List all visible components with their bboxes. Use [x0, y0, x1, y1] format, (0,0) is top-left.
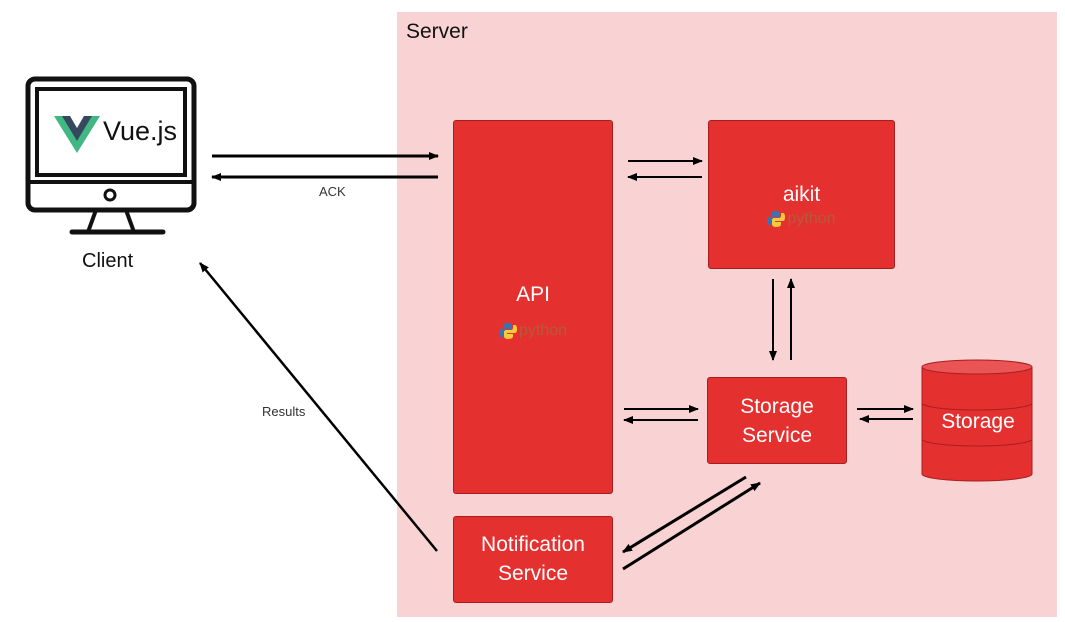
api-node: API python	[453, 120, 613, 494]
client-label: Client	[82, 250, 134, 272]
storage-service-node: Storage Service	[707, 377, 847, 464]
notification-service-node: Notification Service	[453, 516, 613, 603]
storage-service-label-line2: Service	[741, 424, 813, 447]
python-icon	[498, 323, 517, 339]
results-label: Results	[262, 404, 306, 419]
api-label: API	[516, 283, 550, 306]
vue-logo-text: Vue.js	[103, 116, 178, 146]
aikit-label: aikit	[782, 183, 821, 206]
ack-label: ACK	[319, 184, 346, 199]
storage-service-label-line1: Storage	[740, 395, 814, 418]
storage-db-label: Storage	[941, 410, 1015, 433]
notification-service-label-line1: Notification	[481, 533, 585, 556]
aikit-node: aikit python	[708, 120, 895, 269]
aikit-runtime-text: python	[787, 210, 836, 227]
api-runtime-text: python	[518, 322, 568, 339]
aikit-runtime: python	[709, 210, 894, 233]
python-icon	[767, 211, 786, 227]
vue-logo-icon	[54, 116, 100, 153]
server-title: Server	[406, 20, 468, 43]
notification-service-label-line2: Service	[497, 562, 569, 585]
api-runtime: python	[454, 322, 612, 345]
